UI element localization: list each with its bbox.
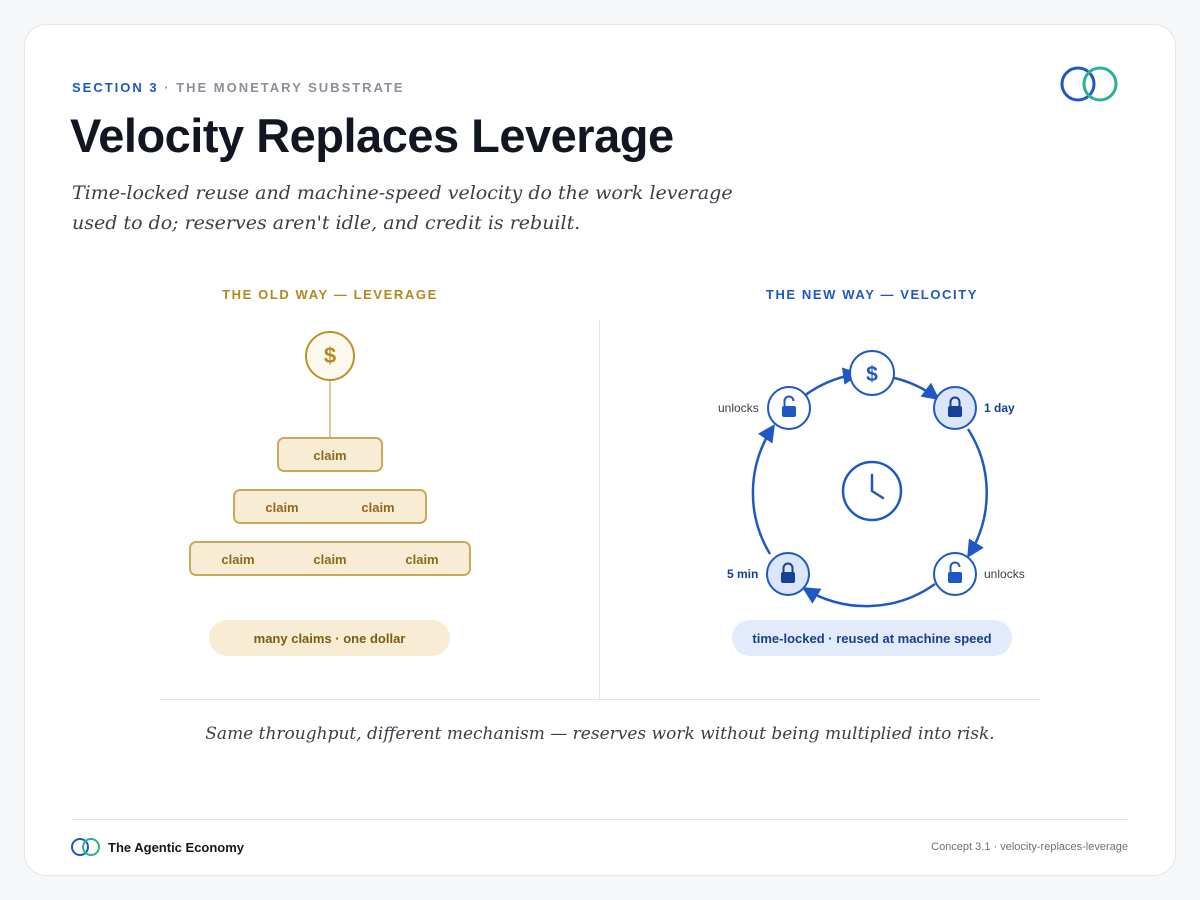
cycle-arc xyxy=(751,424,775,555)
claim-row-1 xyxy=(277,437,383,472)
claim-label: claim xyxy=(361,500,395,515)
unlock-icon xyxy=(767,386,811,430)
footer-brand: The Agentic Economy xyxy=(108,840,245,855)
old-way-summary: many claims · one dollar xyxy=(209,620,450,656)
claim-label: claim xyxy=(405,552,439,567)
clock-icon xyxy=(841,460,903,522)
node-label-top-right: 1 day xyxy=(984,401,1015,415)
brand-logo-icon xyxy=(1060,66,1118,102)
lock-icon xyxy=(766,552,810,596)
new-way-summary: time-locked · reused at machine speed xyxy=(732,620,1012,656)
claim-label: claim xyxy=(313,448,347,463)
cycle-arc xyxy=(803,367,861,398)
coin-stem xyxy=(329,381,331,437)
node-label-top-left: unlocks xyxy=(718,401,759,415)
cycle-arc xyxy=(802,582,936,608)
slide-card xyxy=(24,24,1176,876)
node-label-bottom-right: unlocks xyxy=(984,567,1025,581)
cycle-arc xyxy=(889,375,940,401)
claim-row-2 xyxy=(233,489,427,524)
column-divider xyxy=(599,320,600,700)
dollar-coin-icon: $ xyxy=(849,350,895,396)
footer-logo-icon xyxy=(71,838,100,856)
dollar-coin-icon: $ xyxy=(305,331,355,381)
cycle-arc xyxy=(966,428,988,558)
lock-icon xyxy=(933,386,977,430)
diagram-caption: Same throughput, different mechanism — r… xyxy=(205,724,995,744)
page-subtitle: Time-locked reuse and machine-speed velo… xyxy=(72,182,733,234)
new-way-heading: THE NEW WAY — VELOCITY xyxy=(765,287,979,302)
claim-row-3 xyxy=(189,541,471,576)
old-coin-symbol: $ xyxy=(323,343,337,368)
content-divider xyxy=(160,699,1040,700)
old-way-heading: THE OLD WAY — LEVERAGE xyxy=(222,287,438,302)
new-coin-symbol: $ xyxy=(866,363,878,386)
claim-label: claim xyxy=(221,552,255,567)
node-label-bottom-left: 5 min xyxy=(727,567,759,581)
page-title: Velocity Replaces Leverage xyxy=(70,109,674,162)
velocity-cycle-diagram: $ xyxy=(751,350,988,608)
footer-divider xyxy=(72,819,1128,820)
section-number: SECTION 3 xyxy=(72,80,159,95)
footer-concept-id: Concept 3.1 · velocity-replaces-leverage xyxy=(931,841,1128,853)
unlock-icon xyxy=(933,552,977,596)
claim-label: claim xyxy=(313,552,347,567)
section-label: SECTION 3 · THE MONETARY SUBSTRATE xyxy=(72,80,405,95)
claim-label: claim xyxy=(265,500,299,515)
section-name: · THE MONETARY SUBSTRATE xyxy=(164,80,405,95)
